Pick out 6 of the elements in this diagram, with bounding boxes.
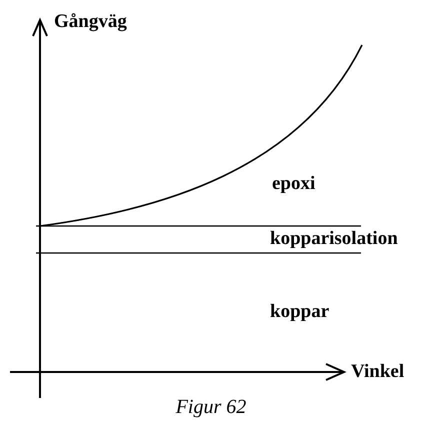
region-label: koppar [270, 302, 330, 323]
figure-caption: Figur 62 [176, 396, 246, 418]
region-label: kopparisolation [270, 229, 398, 250]
region-label: epoxi [272, 174, 316, 195]
axis-title: Gångväg [54, 12, 127, 33]
axis-title: Vinkel [351, 362, 404, 383]
